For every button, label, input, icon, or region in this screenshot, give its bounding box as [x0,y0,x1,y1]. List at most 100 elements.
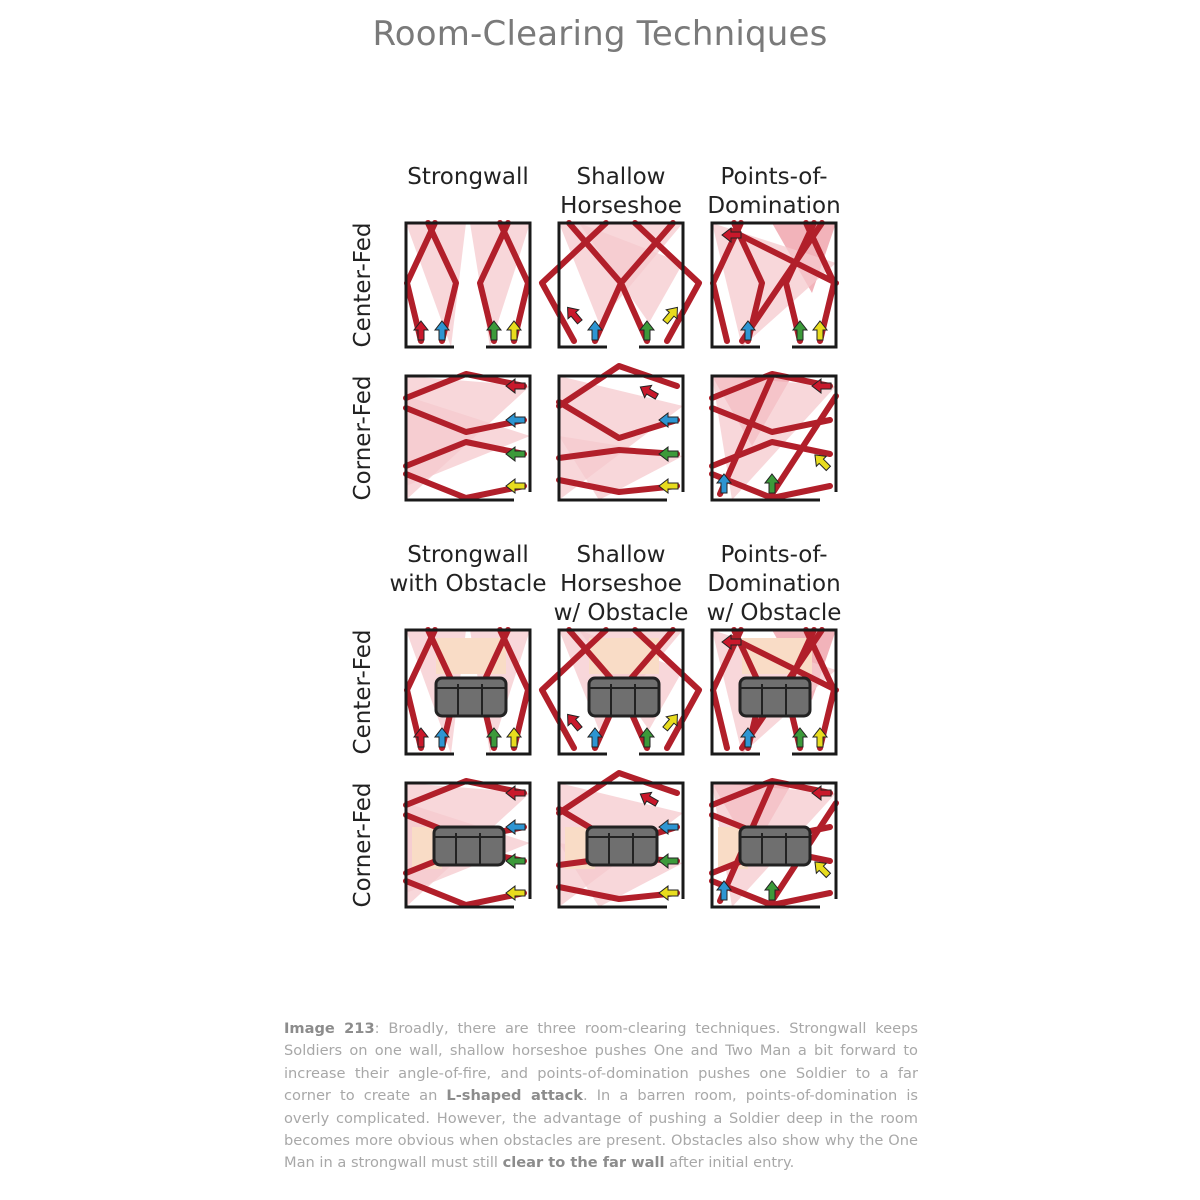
s1-r1-c2-room-soldier-3-arrow [638,320,656,341]
section-1-row-label-2: Corner-Fed [350,376,376,501]
s1-r2-c2-room-fire-sector-0 [556,363,680,409]
s1-r2-c2-room [556,363,685,503]
s2-r1-c1-room-walls [404,628,532,756]
s1-r1-c1-room-fire-sector-2 [477,220,511,344]
section-2-column-3-header-line-2: Domination [707,571,840,597]
s2-r1-c3-room-walls [710,628,838,756]
section-2-column-3-header-line-3: w/ Obstacle [707,600,842,626]
section-2-row-label-2: Corner-Fed [350,783,376,908]
s1-r1-c2-room-soldier-1-arrow [567,306,583,325]
section-2-column-1-header-line-1: Strongwall [407,542,529,568]
s1-r2-c1-room [403,371,532,503]
s1-r1-c3-room-fire-sector-5 [739,220,825,344]
s2-r2-c2-room-fire-sector-0 [556,770,680,816]
page-title: Room-Clearing Techniques [372,14,828,54]
s1-r2-c1-room-soldier-4-arrow [505,477,526,495]
section-1-column-2-header-line-1: Shallow [577,164,666,190]
s1-r2-c2-room-soldier-4-arrow [658,477,679,495]
s1-r1-c1-room-soldier-1-arrow [412,320,430,341]
s1-r2-c3-room-fire-sector-3 [709,471,833,501]
s1-r2-c3-room-fire-sector-5 [769,393,839,497]
s1-r2-c2-room-fire-sector-3 [556,477,680,495]
s1-r1-c2-room-walls [557,221,685,349]
s1-r1-c1-room-fire-sector-3 [497,220,531,344]
s2-r1-c1-room-soldier-3-arrow [485,727,503,748]
s2-r1-c1-room-soldier-2-arrow [433,727,451,748]
caption-emphasis-l-shaped-attack: L-shaped attack [446,1087,583,1105]
s2-r2-c3-room-soldier-3-arrow [763,880,781,901]
s2-r2-c2-room-soldier-1-arrow [639,791,659,807]
s1-r2-c3-room-walls [710,374,838,502]
s2-r1-c2-room-soldier-2-arrow [586,727,604,748]
s2-r2-c1-room-soldier-2-arrow [505,818,526,836]
s1-r2-c2-room-soldier-1-arrow [639,384,659,400]
s1-r2-c3-room-soldier-1-arrow [811,377,832,395]
s2-r2-c3-room-soldier-4-arrow [814,861,832,879]
s1-r1-c3-room-soldier-3-arrow [791,320,809,341]
s2-r1-c1-room-fire-sector-3 [497,627,531,751]
s2-r2-c2-room-soldier-3-arrow [658,852,679,870]
s1-r1-c3-room-coverage-1 [712,223,836,347]
s2-r2-c3-room-soldier-1-arrow [811,784,832,802]
s1-r1-c1-room-soldier-2-arrow [433,320,451,341]
caption-text-1: : Broadly, there are three room-clearing… [284,1020,919,1105]
s2-r1-c2-room-couch-obstacle [587,676,661,718]
s2-r1-c2-room [539,627,702,756]
s2-r1-c3-room-soldier-1-arrow [721,633,742,651]
s2-r1-c3-room-soldier-3-arrow [791,727,809,748]
s2-r2-c2-room-soldier-4-arrow [658,884,679,902]
s2-r2-c1-room-soldier-1-arrow [505,784,526,802]
s2-r2-c1-room-soldier-3-arrow [505,852,526,870]
s2-r1-c3-room-soldier-2-arrow [739,727,757,748]
caption-text-2: . In a barren room, points-of-domination… [284,1087,918,1172]
s2-r2-c1-room-couch-obstacle [432,825,506,867]
section-1-column-2-header-line-2: Horseshoe [560,193,682,219]
s1-r1-c3-room-fire-sector-2 [783,220,817,344]
s1-r1-c2-room [539,220,702,349]
s1-r2-c1-room-walls [404,374,532,502]
caption-emphasis-clear-far-wall: clear to the far wall [502,1154,665,1172]
s1-r1-c1-room-soldier-3-arrow [485,320,503,341]
section-1-column-3-header-line-1: Points-of- [720,164,827,190]
section-2-column-2-header-line-3: w/ Obstacle [554,600,689,626]
s1-r1-c3-room-fire-sector-4 [729,228,839,286]
s1-r2-c2-room-walls [557,374,685,502]
s1-r1-c3-room-soldier-1-arrow [721,226,742,244]
s2-r1-c1-room-couch-obstacle [434,676,508,718]
s2-r2-c1-room-walls [404,781,532,909]
s1-r2-c3-room-soldier-2-arrow [715,473,733,494]
s2-r2-c2-room [556,770,685,910]
s2-r1-c2-room-fire-sector-3 [632,627,702,751]
section-2-row-label-1: Center-Fed [350,630,376,755]
section-1-row-label-1: Center-Fed [350,223,376,348]
s1-r2-c3-room-coverage-1 [712,376,836,500]
s2-r1-c3-room [710,627,839,756]
s1-r1-c2-room-soldier-2-arrow [586,320,604,341]
s1-r2-c3-room-fire-sector-1 [709,405,833,435]
s1-r1-c1-room-fire-sector-1 [425,220,459,344]
s1-r1-c3-room-soldier-2-arrow [739,320,757,341]
s1-r2-c3-room-soldier-4-arrow [814,454,832,472]
s1-r2-c3-room-fire-sector-4 [717,373,775,497]
section-1-column-1-header-line-1: Strongwall [407,164,529,190]
s1-r2-c1-room-soldier-3-arrow [505,445,526,463]
s1-r1-c3-room-walls [710,221,838,349]
s2-r2-c3-room-walls [710,781,838,909]
s1-r1-c3-room-soldier-4-arrow [811,320,829,341]
s2-r2-c3-room-couch-obstacle [738,825,812,867]
s2-r1-c3-room-couch-obstacle [738,676,812,718]
s2-r1-c3-room-soldier-4-arrow [811,727,829,748]
s2-r1-c2-room-soldier-4-arrow [662,713,678,732]
s2-r1-c1-room [404,627,532,756]
s2-r1-c2-room-soldier-1-arrow [567,713,583,732]
s2-r1-c1-room-soldier-1-arrow [412,727,430,748]
s1-r1-c2-room-soldier-4-arrow [662,306,678,325]
s1-r1-c1-room-walls [404,221,532,349]
section-2-column-3-header-line-1: Points-of- [720,542,827,568]
s2-r2-c2-room-fire-sector-3 [556,884,680,902]
s2-r2-c1-room [403,778,532,910]
s1-r2-c1-room-fire-sector-1 [403,405,527,435]
